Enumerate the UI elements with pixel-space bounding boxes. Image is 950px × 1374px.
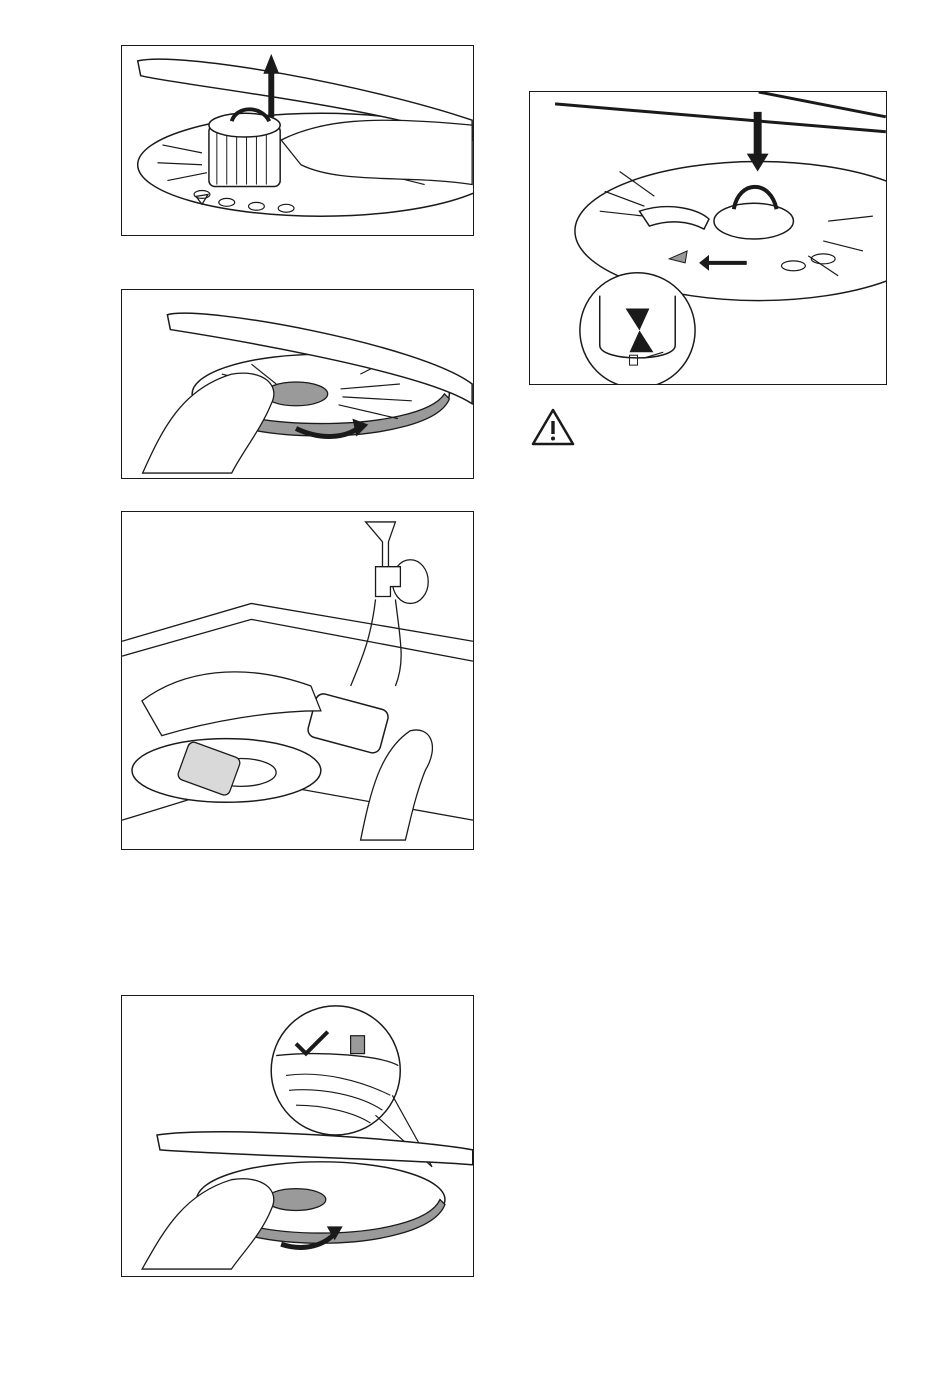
tap-handle — [366, 522, 396, 567]
cylinder-filter-rinsing — [306, 692, 390, 755]
figure-turn-flat-filter-out — [121, 289, 474, 479]
filter-top — [714, 203, 793, 239]
detail-magnifier — [271, 1006, 400, 1135]
turn-filter-in-illustration — [122, 996, 473, 1276]
warning-triangle-icon — [530, 407, 576, 447]
warning-icon — [530, 407, 576, 447]
hand — [142, 1179, 274, 1269]
warning-exclamation-bar — [551, 421, 554, 434]
upper-arm-edge — [759, 92, 886, 117]
filter-opening — [266, 1189, 326, 1211]
turn-filter-out-illustration — [122, 290, 473, 478]
left-hand — [142, 672, 321, 736]
insert-filter-illustration — [530, 92, 886, 384]
figure-remove-filter — [121, 45, 474, 236]
detail-latch — [351, 1036, 365, 1054]
rinse-filters-illustration — [122, 512, 473, 849]
figure-rinse-filters — [121, 511, 474, 850]
upper-arm — [157, 1132, 473, 1165]
figure-turn-flat-filter-in — [121, 995, 474, 1277]
warning-exclamation-dot — [551, 437, 555, 441]
remove-filter-illustration — [122, 46, 473, 235]
figure-insert-filter — [529, 91, 887, 385]
sink-top-edge — [122, 603, 473, 641]
detail-magnifier — [580, 273, 695, 384]
hand — [143, 373, 274, 473]
